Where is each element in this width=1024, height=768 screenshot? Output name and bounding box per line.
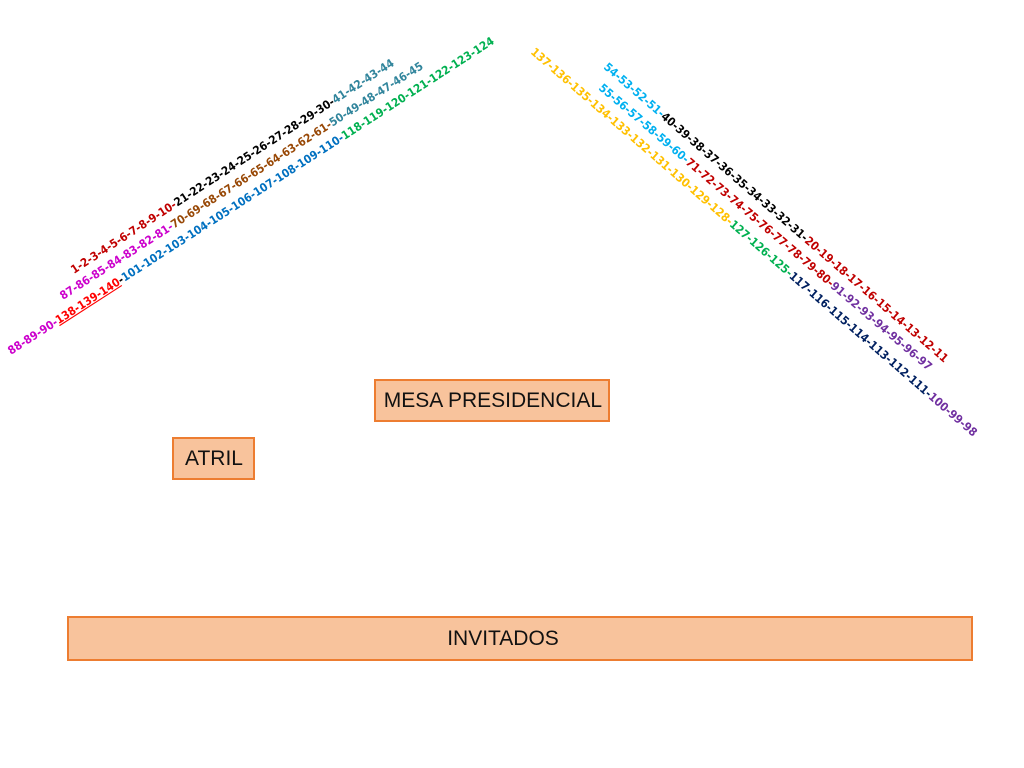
- atril-label: ATRIL: [185, 446, 243, 470]
- invitados-label: INVITADOS: [447, 626, 559, 650]
- mesa-presidencial-label: MESA PRESIDENCIAL: [383, 388, 602, 412]
- invitados-box: INVITADOS: [67, 616, 973, 661]
- atril-box: ATRIL: [172, 437, 255, 480]
- seat-row-right-2: 55-56-57-58-59-60-71-72-73-74-75-76-77-7…: [596, 81, 935, 374]
- seat-row-left-2: 87-86-85-84-83-82-81-70-69-68-67-66-65-6…: [57, 59, 426, 303]
- seat-numbers: 101-102-103-104-105-106-107-108-109-110-: [119, 131, 347, 285]
- seat-numbers: 88-89-90-: [5, 315, 60, 358]
- seat-numbers: 137-136-135-134-133-132-131-130-129-128-: [528, 45, 736, 228]
- seat-numbers: 70-69-68-67-66-65-64-63-62-61-: [168, 117, 334, 231]
- mesa-presidencial-box: MESA PRESIDENCIAL: [374, 379, 610, 422]
- seat-numbers: 71-72-73-74-75-76-77-78-79-80-: [683, 155, 837, 290]
- seat-row-left-3: 88-89-90-138-139-140-101-102-103-104-105…: [5, 34, 497, 358]
- seat-row-left-1: 1-2-3-4-5-6-7-8-9-10-21-22-23-24-25-26-2…: [68, 56, 397, 277]
- seat-row-right-3: 54-53-52-51-40-39-38-37-36-35-34-33-32-3…: [601, 60, 951, 366]
- seat-numbers: -: [115, 272, 126, 286]
- seat-numbers: 100-99-98: [926, 389, 980, 439]
